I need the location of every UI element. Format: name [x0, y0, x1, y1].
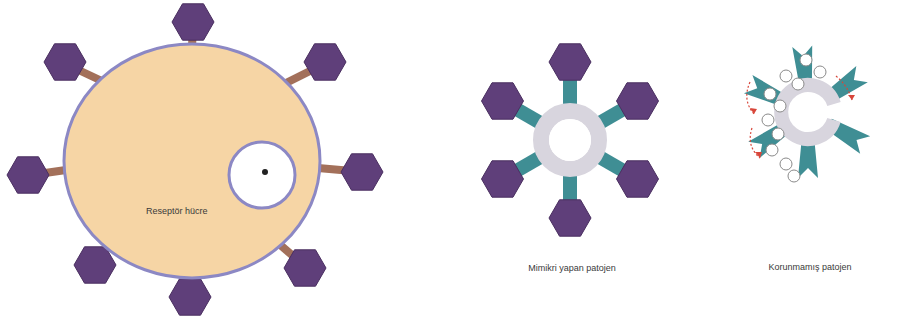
- nucleus: [229, 142, 295, 208]
- figure-caption: Mimikri yapan patojen: [528, 263, 616, 273]
- cell-membrane: [64, 44, 320, 278]
- mimicry-pathogen: [482, 44, 659, 236]
- cell-outline: [62, 42, 322, 280]
- nucleolus: [262, 169, 268, 175]
- unprotected-pathogen: [744, 45, 870, 182]
- receptor-stalks: [38, 28, 352, 294]
- receptor-cell: Reseptör hücre: [62, 42, 322, 280]
- cell-label: Reseptör hücre: [146, 206, 208, 216]
- receptor-hexagons: [7, 4, 383, 315]
- figure-caption: Korunmamış patojen: [768, 262, 851, 272]
